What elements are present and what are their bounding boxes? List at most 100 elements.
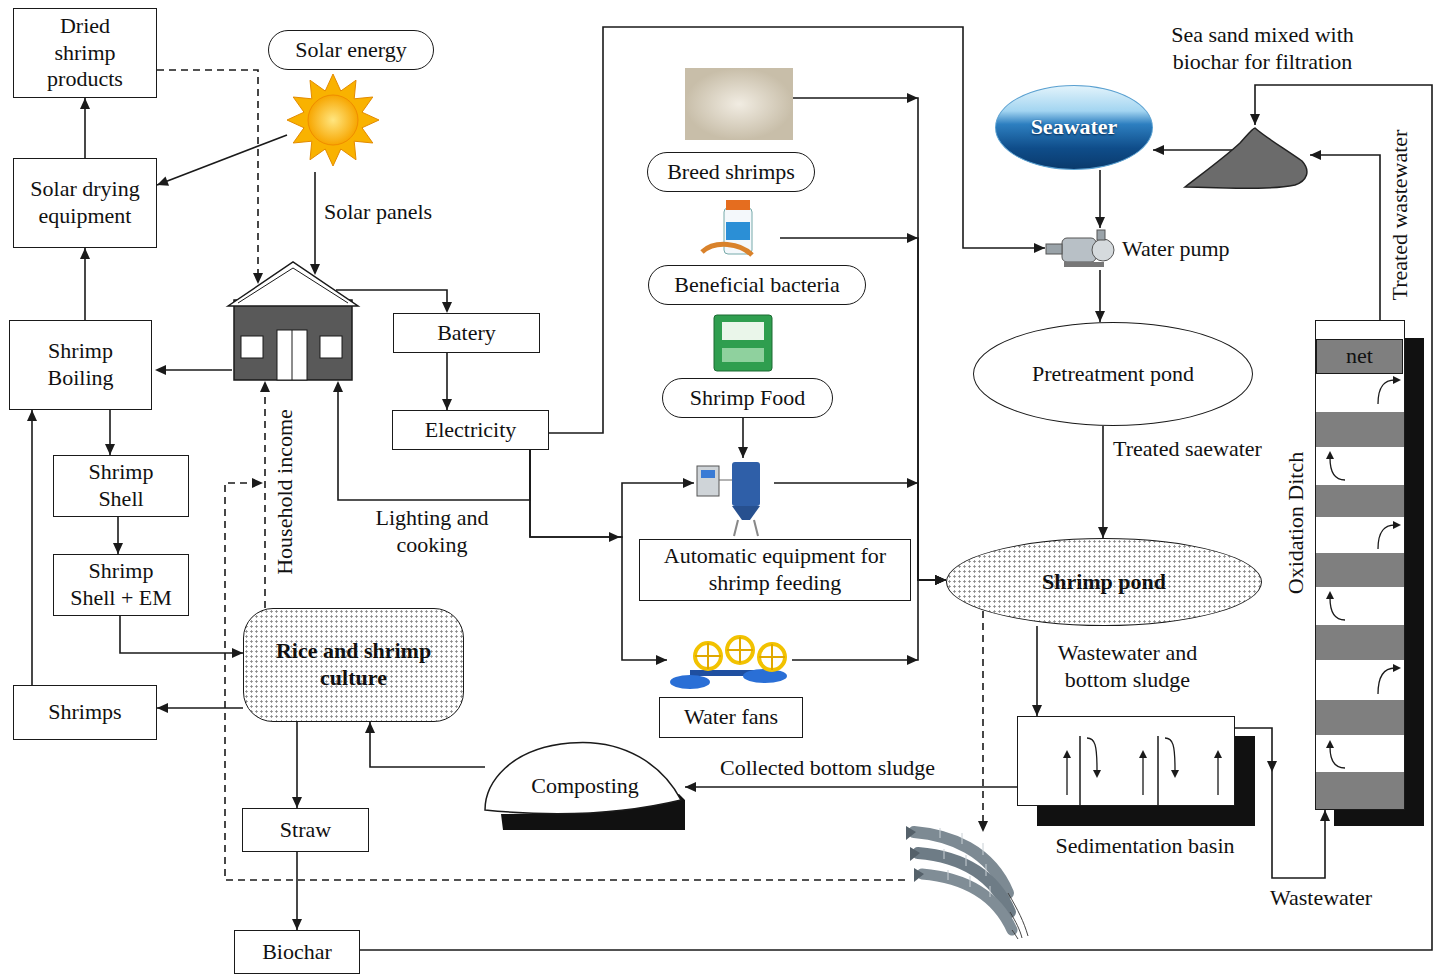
flow-connector [157,135,287,186]
arrow-head [1034,243,1045,253]
arrow-head [155,365,166,375]
water-fan-icon [670,637,787,689]
arrow-head [310,264,320,275]
flow-connector [685,782,1017,792]
basin-wall [1157,736,1159,806]
icon-area [1045,228,1120,270]
arrow-head [157,703,168,713]
ditch-band [1315,772,1405,810]
edge-label: Treated saewater [1111,436,1264,463]
flow-connector [738,418,748,458]
arrow-head [80,248,90,259]
input-item: Breed shrimps [647,65,817,193]
ditch-band [1315,625,1405,660]
node-label: net [1346,343,1373,370]
node-label: Dried shrimp products [35,13,135,93]
connector-line [793,98,946,580]
node-label: Water fans [684,704,778,731]
connector-line [549,27,1045,433]
arrow-head [365,722,375,733]
arrow-head [253,273,263,284]
arrow-head [442,302,452,313]
sun-rays [287,74,379,166]
house-icon [228,262,358,380]
arrow-head [1153,145,1164,155]
power-wire [336,290,447,303]
flow-connector [27,410,37,685]
ditch-band [1315,412,1405,447]
arrow-head [1032,705,1042,716]
arrow-head [252,478,263,488]
edge-label: Wastewater and bottom sludge [1045,640,1210,694]
edge-label: Wastewater [1268,885,1374,912]
shrimp-segments [940,828,990,897]
icon-area [685,68,793,143]
arrow-head [442,399,452,410]
ditch-flow [1330,380,1395,768]
fan-float [743,669,787,683]
connector-line [370,722,485,767]
feeder-hopper [732,462,760,506]
oxidation-ditch-drawing [1315,320,1424,826]
ditch-band [1315,485,1405,517]
connector-line [296,852,298,930]
process-box: Straw [242,808,369,852]
bottle-label [726,222,750,240]
bacteria-bottle-icon [702,200,752,255]
pump-icon [1046,230,1114,267]
icon-area [712,313,774,373]
node-label: Batery [437,320,496,347]
house-window [241,336,263,358]
pump-motor [1062,238,1096,262]
flow-wire [166,369,232,371]
arrow-head [105,444,115,455]
connector-line [530,450,694,537]
arrow-head [1250,114,1260,125]
sun-icon [287,74,379,166]
node-label: Straw [280,817,331,844]
arrow-head [935,575,946,585]
annotation-label: Solar panels [322,199,434,226]
arrow-head [27,410,37,421]
connector-line [1102,426,1104,538]
energy-source: Solar energy [268,30,434,170]
process-box: Biochar [234,930,360,974]
input-item: Beneficial bacteria [648,198,866,306]
feeder-screen [701,470,715,478]
dashed-wire [157,70,258,274]
node-label: Rice and shrimp culture [264,638,444,692]
arrow-head [232,648,243,658]
connector-line [360,85,1432,950]
house-roof [228,262,358,306]
pond-ellipse: Pretreatment pond [973,322,1253,426]
arrow-head [1310,150,1321,160]
node-label: Shrimp Food [690,385,806,412]
input-item: Shrimp Food [662,313,833,419]
house-window [320,336,342,358]
arrow-head [685,782,696,792]
flow-connector [1095,170,1105,228]
arrow-head [935,575,946,585]
seawater-source: Seawater [995,85,1153,170]
flow-connector [1310,150,1380,320]
flow-connector [105,410,115,455]
fan-spokes [695,637,785,670]
arrow-head [738,447,748,458]
culture-box: Rice and shrimp culture [243,608,464,722]
node-label: Oxidation Ditch [1283,450,1310,596]
flow-connector [1095,270,1105,322]
filter-mound: Sea sand mixed with biochar for filtrati… [1150,22,1375,195]
ditch-flow-heads [1326,376,1401,748]
flow-connector [120,616,243,658]
arrow-head [1095,217,1105,228]
node-label: Shrimp Shell + EM [66,558,176,612]
flow-connector [360,85,1432,950]
process-box: Shrimp Shell + EM [53,554,189,616]
arrow-head [333,381,343,392]
pond-ellipse: Shrimp pond [946,538,1262,626]
house-door-line [292,330,293,380]
node-label: Shrimps [48,699,121,726]
connector-line [120,616,243,653]
